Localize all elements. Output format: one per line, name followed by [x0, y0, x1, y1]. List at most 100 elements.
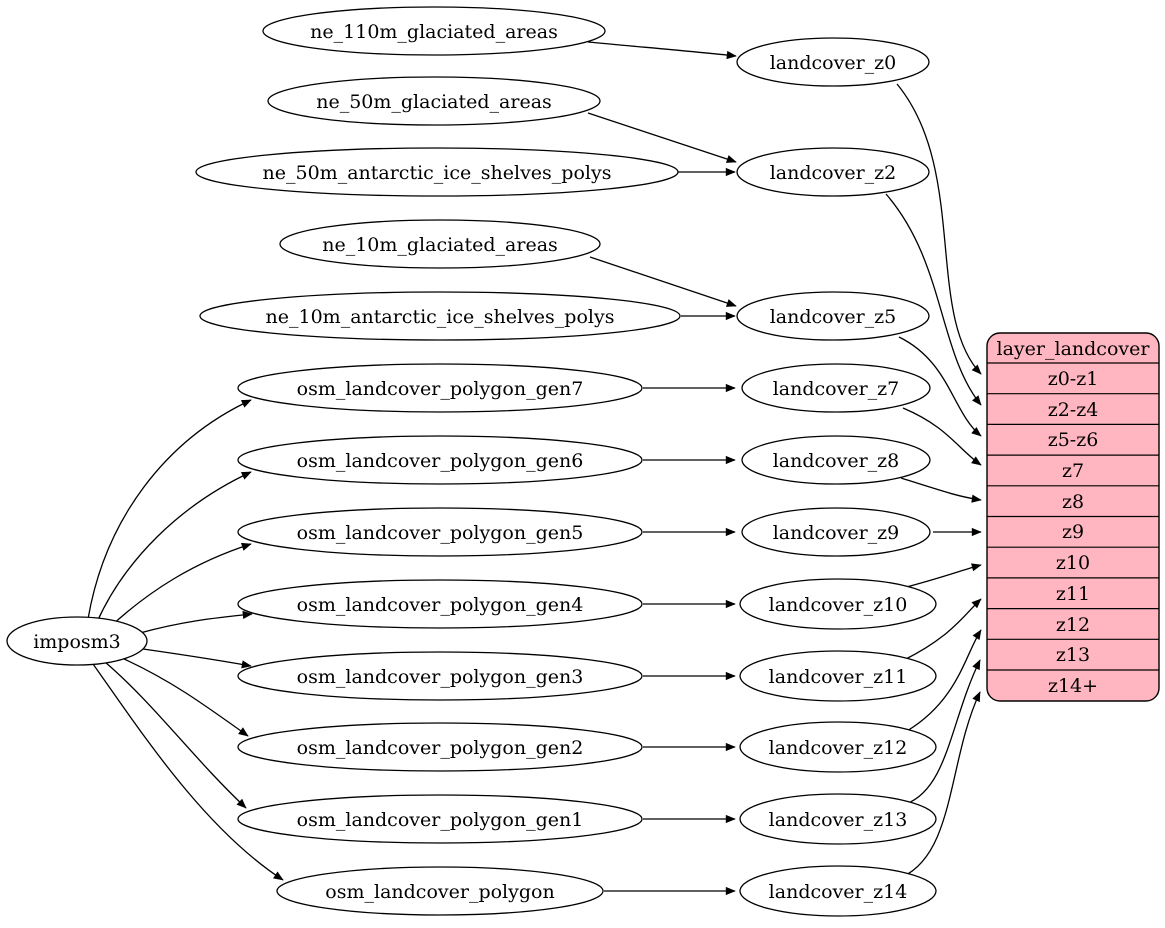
node-shape	[237, 651, 643, 701]
node-label: landcover_z7	[773, 378, 900, 400]
node-osm-landcover-polygon-gen7: osm_landcover_polygon_gen7	[237, 363, 643, 413]
node-ne-10m-antarctic-ice-shelves-polys: ne_10m_antarctic_ice_shelves_polys	[199, 291, 681, 341]
node-shape	[237, 507, 643, 557]
node-label: osm_landcover_polygon_gen5	[297, 522, 584, 544]
node-shape	[739, 865, 937, 917]
node-label: osm_landcover_polygon_gen3	[297, 666, 584, 688]
table-row-z9: z9	[1062, 521, 1084, 543]
node-osm-landcover-polygon: osm_landcover_polygon	[276, 866, 604, 916]
edge-z11-to-row-z11	[903, 598, 982, 661]
node-shape	[262, 6, 606, 56]
edge-z5-to-row-z5-z6	[898, 336, 982, 437]
node-osm-landcover-polygon-gen6: osm_landcover_polygon_gen6	[237, 435, 643, 485]
table-row-z10: z10	[1056, 552, 1090, 574]
table-row-z5-z6: z5-z6	[1048, 429, 1099, 451]
edge-imposm3-to-polygon	[92, 663, 284, 881]
node-shape	[237, 435, 643, 485]
node-label: imposm3	[33, 631, 121, 653]
node-label: landcover_z0	[770, 52, 897, 74]
node-ne-10m-glaciated-areas: ne_10m_glaciated_areas	[279, 219, 601, 269]
edge-ne50m-to-z2	[587, 112, 737, 163]
edge-group	[87, 41, 982, 896]
edge-imposm3-to-gen5	[109, 542, 252, 628]
node-shape	[195, 147, 679, 197]
node-label: ne_50m_glaciated_areas	[316, 91, 552, 113]
table-title: layer_landcover	[997, 338, 1151, 360]
node-shape	[279, 219, 601, 269]
table-row-z0-z1: z0-z1	[1048, 368, 1099, 390]
table-row-z13: z13	[1056, 644, 1090, 666]
edge-z13-to-row-z13	[905, 659, 981, 805]
node-landcover-z10: landcover_z10	[739, 578, 937, 630]
edge-ne10m-to-z5	[589, 256, 737, 307]
table-row-z12: z12	[1056, 614, 1090, 636]
edge-ne110m-to-z0	[587, 41, 737, 60]
node-label: osm_landcover_polygon	[325, 881, 554, 903]
node-label: landcover_z8	[773, 450, 900, 472]
node-shape	[739, 650, 937, 702]
node-shape	[276, 866, 604, 916]
node-ne-110m-glaciated-areas: ne_110m_glaciated_areas	[262, 6, 606, 56]
node-osm-landcover-polygon-gen3: osm_landcover_polygon_gen3	[237, 651, 643, 701]
node-shape	[237, 363, 643, 413]
node-label: landcover_z9	[773, 522, 900, 544]
node-ne-50m-antarctic-ice-shelves-polys: ne_50m_antarctic_ice_shelves_polys	[195, 147, 679, 197]
edge-imposm3-to-gen4	[139, 610, 253, 634]
node-shape	[736, 37, 930, 87]
node-shape	[267, 76, 601, 126]
node-label: landcover_z12	[769, 737, 908, 759]
node-label: osm_landcover_polygon_gen7	[297, 378, 584, 400]
node-shape	[237, 794, 643, 844]
node-label: ne_50m_antarctic_ice_shelves_polys	[263, 162, 612, 184]
table-row-z14plus: z14+	[1048, 675, 1098, 697]
edge-imposm3-to-gen7	[87, 399, 252, 620]
node-shape	[736, 147, 930, 197]
node-shape	[741, 507, 931, 557]
node-landcover-z11: landcover_z11	[739, 650, 937, 702]
node-label: osm_landcover_polygon_gen6	[297, 450, 584, 472]
table-row-z2-z4: z2-z4	[1048, 399, 1099, 421]
node-landcover-z13: landcover_z13	[739, 793, 937, 845]
node-landcover-z0: landcover_z0	[736, 37, 930, 87]
node-shape	[739, 578, 937, 630]
node-shape	[741, 435, 931, 485]
node-shape	[237, 722, 643, 772]
node-label: landcover_z5	[770, 306, 897, 328]
edge-z0-to-row-z0-z1	[896, 83, 982, 375]
node-landcover-z8: landcover_z8	[741, 435, 931, 485]
node-ne-50m-glaciated-areas: ne_50m_glaciated_areas	[267, 76, 601, 126]
node-label: landcover_z2	[770, 162, 897, 184]
node-osm-landcover-polygon-gen4: osm_landcover_polygon_gen4	[237, 579, 643, 629]
node-shape	[739, 793, 937, 845]
node-label: landcover_z14	[769, 881, 908, 903]
node-label: osm_landcover_polygon_gen2	[297, 737, 584, 759]
edge-imposm3-to-gen1	[104, 661, 247, 809]
node-landcover-z12: landcover_z12	[739, 721, 937, 773]
node-osm-landcover-polygon-gen1: osm_landcover_polygon_gen1	[237, 794, 643, 844]
node-osm-landcover-polygon-gen2: osm_landcover_polygon_gen2	[237, 722, 643, 772]
node-shape	[736, 291, 930, 341]
node-shape	[237, 579, 643, 629]
node-shape	[739, 721, 937, 773]
node-shape	[6, 616, 148, 666]
node-landcover-z2: landcover_z2	[736, 147, 930, 197]
edge-imposm3-to-gen6	[96, 471, 252, 623]
table-layer-landcover: layer_landcover z0-z1 z2-z4 z5-z6 z7 z8 …	[986, 332, 1160, 702]
node-shape	[199, 291, 681, 341]
node-landcover-z7: landcover_z7	[741, 363, 931, 413]
node-label: ne_110m_glaciated_areas	[310, 21, 558, 43]
edge-z10-to-row-z10	[898, 563, 982, 590]
node-shape	[741, 363, 931, 413]
edge-z8-to-row-z8	[900, 477, 982, 503]
edge-z14-to-row-z14	[901, 691, 981, 878]
table-row-z8: z8	[1062, 491, 1084, 513]
node-imposm3: imposm3	[6, 616, 148, 666]
node-label: osm_landcover_polygon_gen1	[297, 809, 584, 831]
edge-z2-to-row-z2-z4	[885, 193, 982, 406]
node-label: landcover_z13	[769, 809, 908, 831]
node-label: landcover_z11	[769, 666, 908, 688]
node-landcover-z5: landcover_z5	[736, 291, 930, 341]
node-label: ne_10m_antarctic_ice_shelves_polys	[266, 306, 615, 328]
